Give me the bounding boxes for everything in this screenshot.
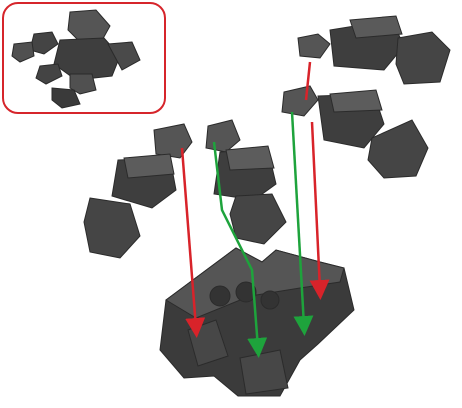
rear-right-leg — [297, 15, 451, 85]
assembled-preview-inset — [2, 2, 166, 114]
arrow-green-1 — [212, 141, 268, 358]
assembled-preview-drawing — [11, 9, 141, 109]
arrow-red-3 — [309, 121, 330, 300]
rear-left-leg — [83, 123, 193, 259]
arrow-red-1 — [180, 147, 206, 338]
arrow-red-2 — [304, 61, 312, 101]
front-right-leg — [281, 85, 429, 179]
arrow-green-2 — [290, 111, 314, 336]
